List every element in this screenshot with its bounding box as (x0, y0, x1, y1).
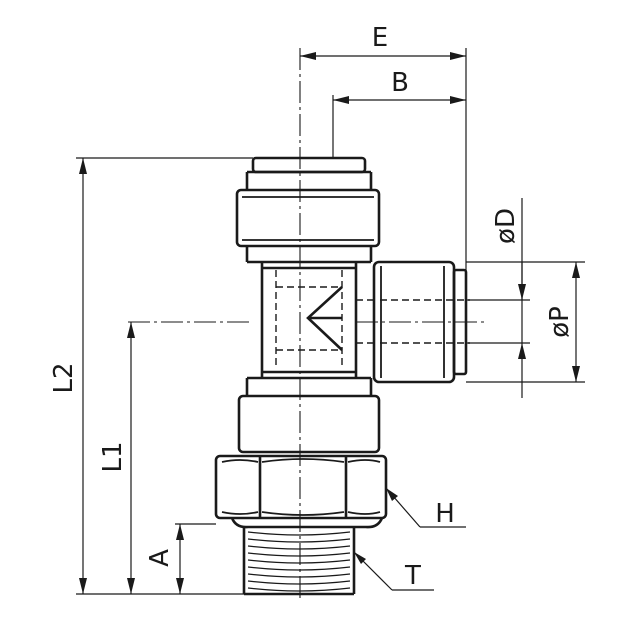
leader-h (385, 487, 466, 528)
label-a: A (145, 549, 175, 567)
dimension-b (333, 96, 466, 104)
leader-t (353, 551, 434, 591)
label-d: øD (491, 208, 521, 244)
top-socket-body (235, 188, 381, 264)
hex-nut (214, 454, 388, 520)
label-l2: L2 (49, 362, 79, 393)
label-t: T (404, 561, 421, 591)
label-h: H (435, 499, 455, 529)
thread-crest (247, 573, 351, 578)
dimension-p (572, 262, 580, 382)
extension-lines (76, 48, 585, 595)
thread-crest (247, 587, 351, 592)
thread-crest (247, 580, 351, 585)
dimension-a (176, 524, 184, 594)
thread-crest (247, 559, 351, 564)
label-p: øP (545, 306, 575, 338)
thread-crest (247, 538, 351, 543)
thread-crest (247, 566, 351, 571)
thread-crest (247, 545, 351, 550)
thread-crest (247, 552, 351, 557)
thread-crest (247, 531, 351, 536)
dimension-l1 (127, 322, 135, 594)
label-e: E (372, 23, 388, 53)
dimension-e (300, 52, 466, 60)
dimension-l2 (79, 158, 87, 594)
side-socket (356, 260, 530, 384)
dimension-d (518, 262, 526, 359)
top-collet (245, 156, 373, 190)
washer (230, 517, 384, 529)
male-thread (242, 527, 356, 596)
label-l1: L1 (98, 441, 128, 472)
lower-collar (237, 376, 381, 454)
label-b: B (391, 68, 409, 98)
tee-body (260, 262, 358, 378)
